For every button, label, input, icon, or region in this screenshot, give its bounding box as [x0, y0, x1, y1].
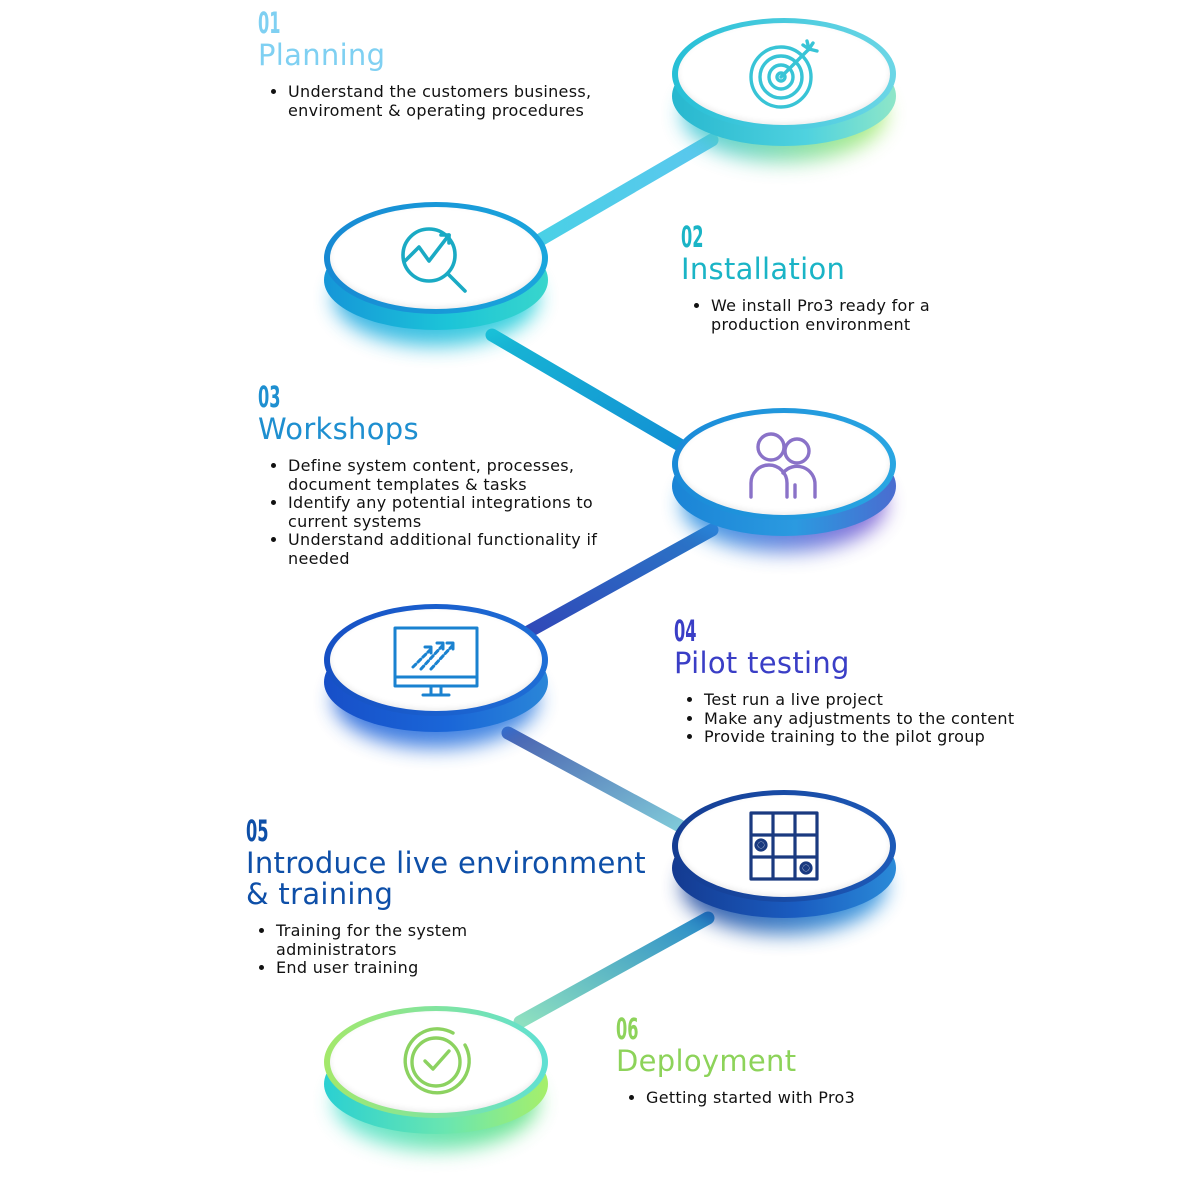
- step-2-bullet-1: We install Pro3 ready for a production e…: [711, 296, 971, 334]
- step-2-disc: [324, 202, 548, 346]
- step-1-text: 01 Planning Understand the customers bus…: [258, 8, 618, 120]
- step-4-bullet-1: Test run a live project: [704, 690, 1024, 710]
- target-icon: [749, 39, 819, 109]
- step-4-bullets: Test run a live project Make any adjustm…: [674, 690, 1024, 747]
- step-3-bullet-2: Identify any potential integrations to c…: [288, 493, 628, 531]
- step-4-text: 04 Pilot testing Test run a live project…: [674, 616, 1014, 747]
- step-5-bullets: Training for the system administrators E…: [246, 921, 516, 978]
- step-4-number: 04: [674, 614, 697, 648]
- step-3-disc: [672, 408, 896, 552]
- step-4-title: Pilot testing: [674, 646, 850, 680]
- step-5-bullet-1: Training for the system administrators: [276, 921, 516, 959]
- connector-3-4: [521, 523, 719, 639]
- users-icon: [749, 432, 817, 499]
- grid-strategy-icon: [749, 811, 819, 881]
- step-2-number: 02: [681, 220, 704, 254]
- step-6-title: Deployment: [616, 1044, 797, 1078]
- step-2-title: Installation: [681, 252, 846, 286]
- step-3-number: 03: [258, 380, 281, 414]
- step-6-disc: [324, 1006, 548, 1150]
- step-4-bullet-3: Provide training to the pilot group: [704, 727, 1024, 747]
- step-6-text: 06 Deployment Getting started with Pro3: [616, 1014, 936, 1108]
- step-5-text: 05 Introduce live environment & training…: [246, 816, 666, 978]
- connector-2-3: [485, 328, 692, 455]
- step-5-disc: [672, 790, 896, 934]
- step-4-bullet-2: Make any adjustments to the content: [704, 709, 1024, 729]
- step-3-bullet-1: Define system content, processes, docume…: [288, 456, 628, 494]
- step-1-bullet-1: Understand the customers business, envir…: [288, 82, 608, 120]
- step-6-number: 06: [616, 1012, 639, 1046]
- step-3-bullet-3: Understand additional functionality if n…: [288, 530, 628, 568]
- step-2-bullets: We install Pro3 ready for a production e…: [681, 296, 971, 334]
- connector-1-2: [533, 133, 719, 247]
- step-5-number: 05: [246, 814, 269, 848]
- connector-5-6: [513, 911, 715, 1029]
- step-4-disc: [324, 604, 548, 748]
- step-1-bullets: Understand the customers business, envir…: [258, 82, 608, 120]
- monitor-growth-icon: [393, 626, 479, 697]
- step-1-number: 01: [258, 6, 281, 40]
- analytics-magnifier-icon: [401, 227, 467, 293]
- step-1-title: Planning: [258, 38, 386, 72]
- step-6-bullet-1: Getting started with Pro3: [646, 1088, 926, 1108]
- step-5-title: Introduce live environment & training: [246, 846, 646, 911]
- connector-4-5: [501, 726, 687, 833]
- step-3-title: Workshops: [258, 412, 419, 446]
- step-1-disc: [672, 18, 896, 162]
- step-6-bullets: Getting started with Pro3: [616, 1088, 926, 1108]
- check-circle-icon: [403, 1027, 471, 1095]
- step-3-text: 03 Workshops Define system content, proc…: [258, 382, 638, 568]
- step-3-bullets: Define system content, processes, docume…: [258, 456, 628, 568]
- step-2-text: 02 Installation We install Pro3 ready fo…: [681, 222, 991, 334]
- step-5-bullet-2: End user training: [276, 958, 516, 978]
